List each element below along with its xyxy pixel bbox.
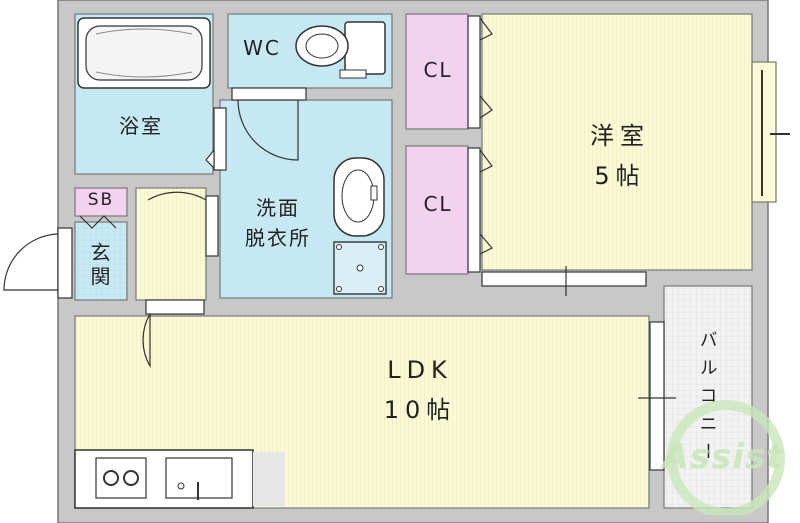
- washroom-label-line2: 脱衣所: [245, 226, 311, 250]
- washroom-label-line1: 洗面: [256, 196, 300, 220]
- closet-upper-label: CL: [423, 58, 453, 82]
- western-window: [751, 61, 777, 203]
- bathtub-icon: [77, 17, 211, 89]
- stove-icon: [95, 457, 147, 499]
- logo-text: Assist: [662, 437, 784, 477]
- western-room-label-line2: 5帖: [594, 162, 646, 190]
- balcony: [663, 285, 753, 509]
- closet-lower-label: CL: [423, 192, 453, 216]
- wash-basin-icon: [333, 157, 385, 237]
- sb-storage: [74, 187, 128, 217]
- sink-icon: [165, 457, 233, 500]
- hall: [135, 187, 207, 301]
- western-room-label-line1: 洋室: [590, 122, 650, 150]
- logo-circle-icon: [667, 400, 785, 518]
- wc-label: WC: [243, 36, 281, 60]
- ldk-label-line1: LDK: [387, 356, 453, 384]
- toilet-icon: [295, 21, 386, 79]
- ldk-label-line2: 10帖: [383, 396, 457, 424]
- assist-logo: Assist: [648, 395, 798, 518]
- washer-pan-icon: [333, 241, 387, 295]
- balcony-label: バルコニー: [696, 330, 718, 470]
- kitchen-counter: [74, 449, 285, 509]
- doors: [3, 15, 676, 471]
- entrance-floor: [74, 221, 128, 301]
- entrance-label: 玄関: [87, 242, 111, 290]
- bath-label: 浴室: [119, 114, 163, 138]
- sb-label: SB: [87, 190, 115, 210]
